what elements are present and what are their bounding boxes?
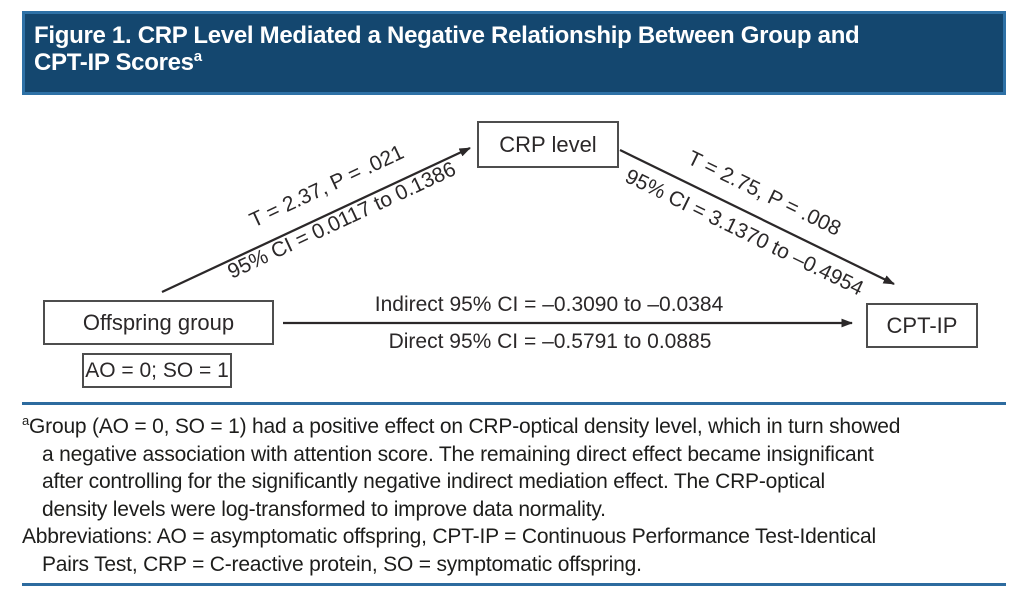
footnote-marker: a	[22, 413, 30, 428]
footnote-line: after controlling for the significantly …	[42, 470, 825, 493]
footnote-text: Group (AO = 0, SO = 1) had a positive ef…	[29, 415, 901, 438]
bottom-border-rule	[22, 583, 1006, 586]
footnote-line: a negative association with attention sc…	[42, 442, 874, 466]
footnote-line: density levels were log-transformed to i…	[42, 497, 606, 521]
figure-footnote: aGroup (AO = 0, SO = 1) had a positive e…	[22, 413, 1012, 578]
abbreviations-line: Pairs Test, CRP = C-reactive protein, SO…	[42, 552, 642, 576]
arrow-group-to-crp	[161, 146, 471, 294]
arrow-crp-to-cptip	[619, 148, 895, 286]
node-group-coding: AO = 0; SO = 1	[82, 353, 232, 388]
direct-effect-ci-label: Direct 95% CI = –0.5791 to 0.0885	[388, 330, 712, 353]
footnote-divider-rule	[22, 402, 1006, 405]
figure-title-line-1: Figure 1. CRP Level Mediated a Negative …	[34, 22, 997, 49]
figure-title-text-2: CPT-IP Scores	[34, 49, 194, 76]
figure-title-bar: Figure 1. CRP Level Mediated a Negative …	[22, 11, 1006, 95]
figure-title-footnote-marker: a	[193, 48, 202, 65]
figure-title-text-1: Figure 1. CRP Level Mediated a Negative …	[34, 22, 860, 49]
node-cpt-ip: CPT-IP	[866, 303, 978, 348]
figure-title-line-2: CPT-IP Scoresa	[34, 49, 997, 76]
node-offspring-group: Offspring group	[43, 300, 274, 345]
node-crp-level: CRP level	[477, 121, 619, 168]
indirect-effect-ci-label: Indirect 95% CI = –0.3090 to –0.0384	[374, 293, 724, 316]
abbreviations-line: Abbreviations: AO = asymptomatic offspri…	[22, 525, 876, 548]
mediation-path-arrows	[161, 146, 895, 328]
footnote-line: aGroup (AO = 0, SO = 1) had a positive e…	[22, 413, 1012, 441]
